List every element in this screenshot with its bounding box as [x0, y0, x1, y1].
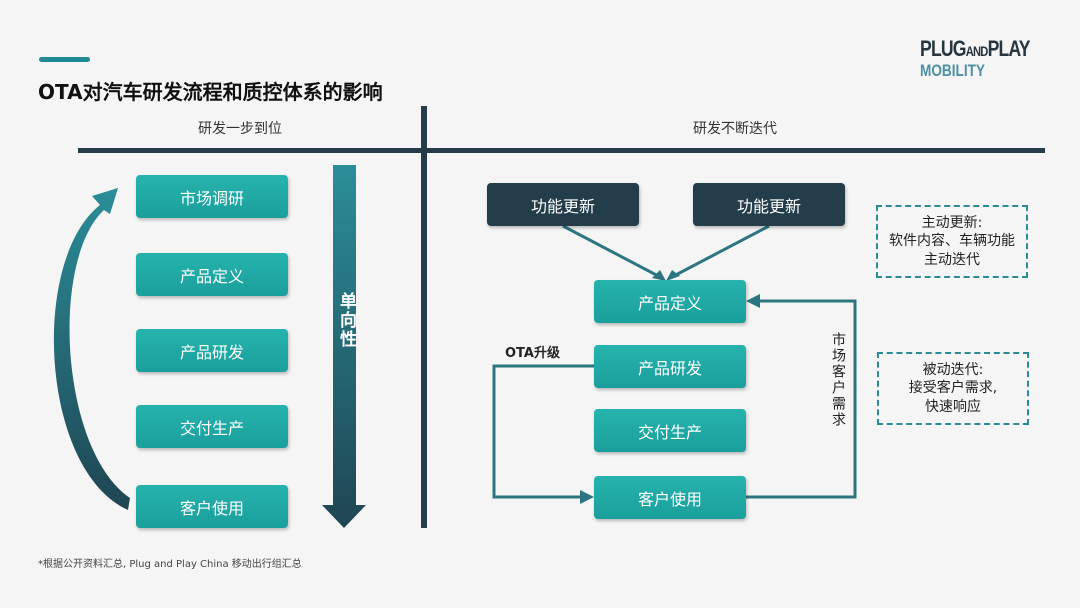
right-step-product-development: 产品研发 — [594, 345, 746, 388]
market-demand-label: 市场客户需求 — [830, 332, 846, 428]
feature-update-box-1: 功能更新 — [487, 183, 639, 226]
one-way-arrow — [322, 165, 366, 528]
logo: PLUGANDPLAY MOBILITY — [920, 36, 1030, 80]
title-accent-bar — [39, 57, 90, 62]
left-step-market-research: 市场调研 — [136, 175, 288, 218]
passive-iteration-note: 被动迭代: 接受客户需求, 快速响应 — [877, 352, 1029, 425]
vertical-divider — [421, 106, 427, 528]
curved-cycle-arrow — [53, 188, 130, 510]
right-step-customer-use: 客户使用 — [594, 476, 746, 519]
right-step-product-definition: 产品定义 — [594, 280, 746, 323]
left-step-product-development: 产品研发 — [136, 329, 288, 372]
page-title: OTA对汽车研发流程和质控体系的影响 — [38, 80, 383, 104]
one-way-label: 单向性 — [336, 292, 356, 349]
left-step-product-definition: 产品定义 — [136, 253, 288, 296]
footnote: *根据公开资料汇总, Plug and Play China 移动出行组汇总 — [38, 559, 302, 570]
active-update-note: 主动更新: 软件内容、车辆功能主动迭代 — [876, 205, 1028, 278]
left-column-header: 研发一步到位 — [198, 121, 282, 137]
feature-update-box-2: 功能更新 — [693, 183, 845, 226]
ota-upgrade-label: OTA升级 — [505, 346, 560, 361]
left-step-customer-use: 客户使用 — [136, 485, 288, 528]
right-column-header: 研发不断迭代 — [693, 121, 777, 137]
right-step-delivery-production: 交付生产 — [594, 409, 746, 452]
left-step-delivery-production: 交付生产 — [136, 405, 288, 448]
horizontal-divider — [78, 148, 1045, 153]
